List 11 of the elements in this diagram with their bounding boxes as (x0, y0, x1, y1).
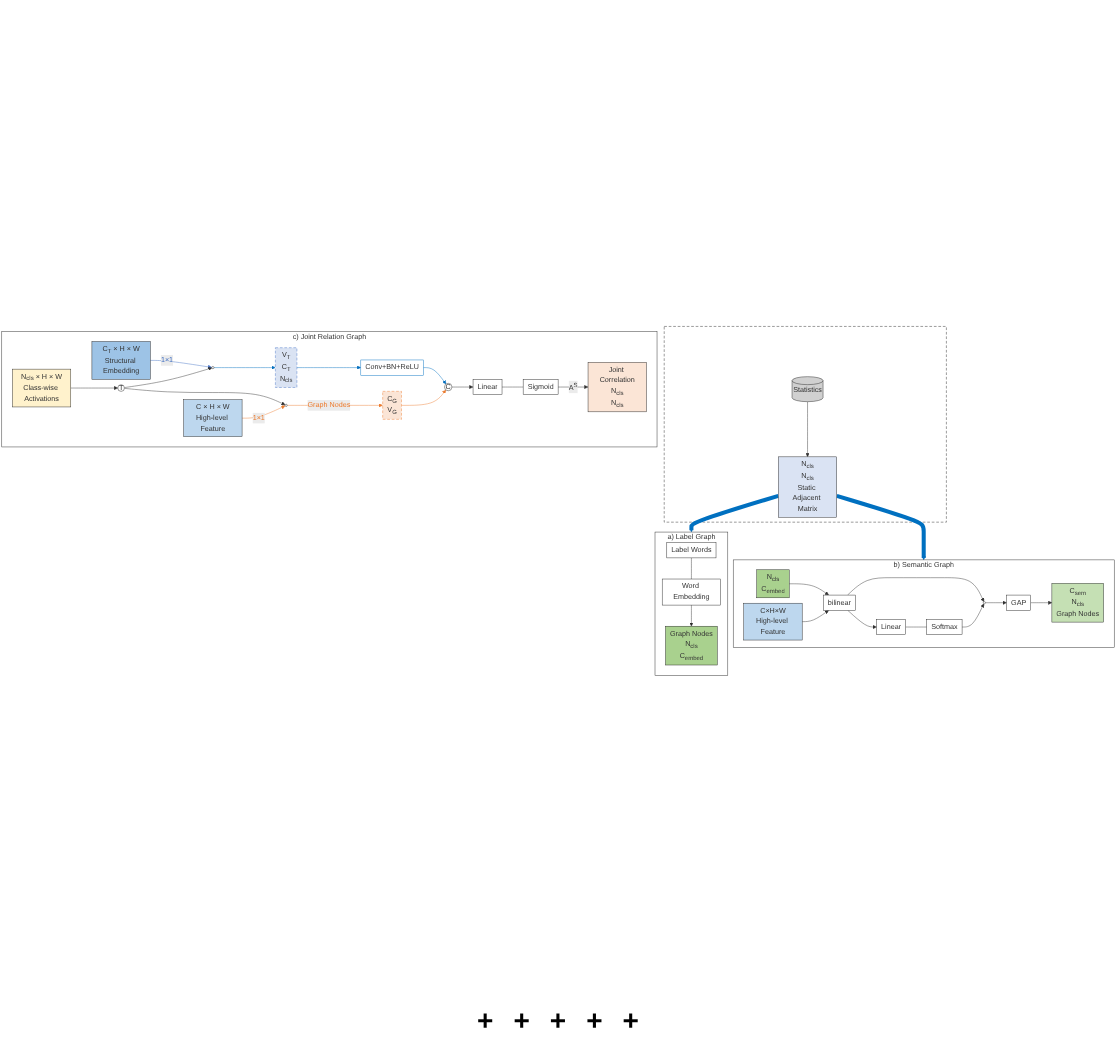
plus-sign: + (622, 1004, 639, 1040)
plus-sign: + (513, 1004, 530, 1040)
cluster (664, 326, 947, 523)
arrow (689, 493, 779, 533)
plus-sign: + (586, 1004, 603, 1040)
node-circle (284, 404, 288, 407)
plus-sign: + (549, 1004, 567, 1040)
arrow (836, 493, 926, 561)
node-circle (211, 366, 215, 369)
node-circle (983, 601, 986, 605)
plus-sign: + (477, 1004, 494, 1040)
